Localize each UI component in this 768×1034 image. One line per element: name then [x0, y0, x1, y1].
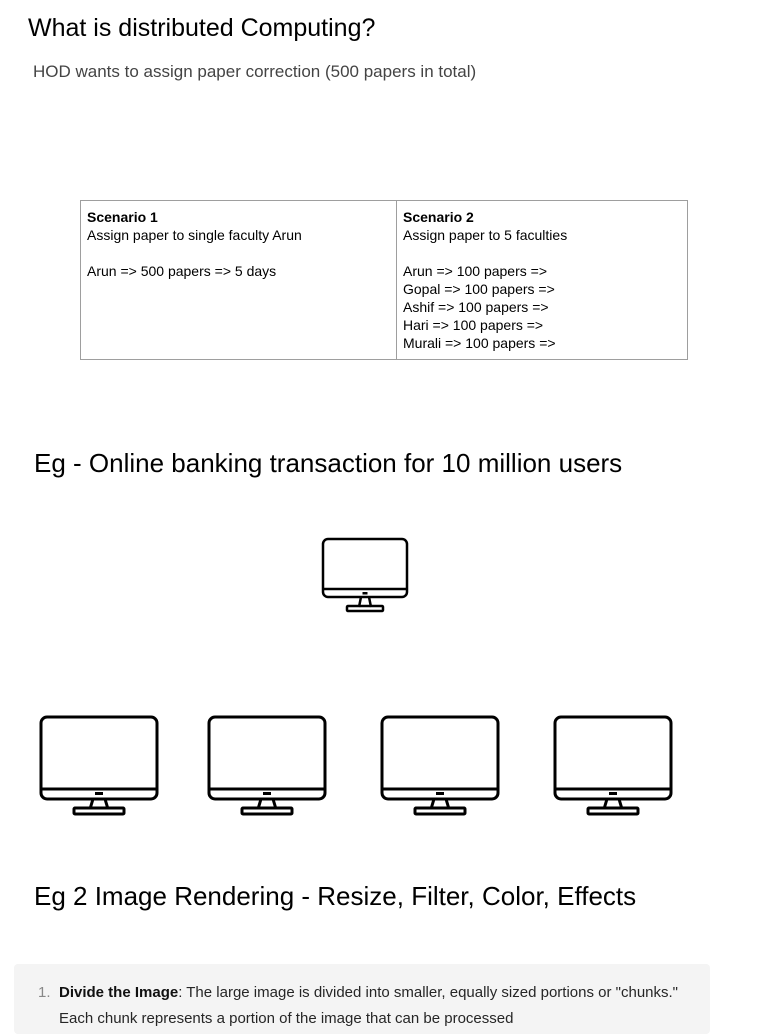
- rendering-example-heading: Eg 2 Image Rendering - Resize, Filter, C…: [34, 881, 637, 911]
- list-item-bold: Divide the Image: [59, 984, 179, 1001]
- cell-spacer: [403, 244, 681, 262]
- desktop-monitor-icon: [39, 715, 159, 817]
- answer-block: 1. Divide the Image: The large image is …: [14, 964, 710, 1034]
- scenario-1-heading: Scenario 1: [87, 209, 158, 225]
- scenario-table: Scenario 1 Assign paper to single facult…: [80, 200, 688, 360]
- table-row: Scenario 1 Assign paper to single facult…: [80, 200, 688, 360]
- list-number: 1.: [38, 984, 51, 1001]
- scenario-2-line: Hari => 100 papers =>: [403, 317, 544, 333]
- scenario-1-cell: Scenario 1 Assign paper to single facult…: [80, 200, 397, 360]
- scenario-2-description: Assign paper to 5 faculties: [403, 227, 568, 243]
- scenario-1-line: Arun => 500 papers => 5 days: [87, 263, 277, 279]
- cell-spacer: [87, 244, 390, 262]
- desktop-monitor-icon: [380, 715, 500, 817]
- desktop-monitor-icon: [553, 715, 673, 817]
- desktop-monitor-icon: [321, 537, 409, 613]
- scenario-1-description: Assign paper to single faculty Arun: [87, 227, 302, 243]
- list-item-text: Divide the Image: The large image is div…: [38, 980, 678, 1032]
- list-item-body: : The large image is divided into smalle…: [59, 984, 678, 1027]
- scenario-2-line: Arun => 100 papers =>: [403, 263, 547, 279]
- desktop-monitor-icon: [207, 715, 327, 817]
- scenario-2-heading: Scenario 2: [403, 209, 474, 225]
- scenario-2-cell: Scenario 2 Assign paper to 5 faculties A…: [396, 200, 688, 360]
- page-subtitle: HOD wants to assign paper correction (50…: [33, 62, 477, 81]
- scenario-2-line: Murali => 100 papers =>: [403, 335, 556, 351]
- scenario-2-line: Ashif => 100 papers =>: [403, 299, 549, 315]
- list-item: 1. Divide the Image: The large image is …: [38, 980, 678, 1032]
- banking-example-heading: Eg - Online banking transaction for 10 m…: [34, 448, 623, 478]
- page-title: What is distributed Computing?: [28, 14, 376, 42]
- scenario-2-line: Gopal => 100 papers =>: [403, 281, 555, 297]
